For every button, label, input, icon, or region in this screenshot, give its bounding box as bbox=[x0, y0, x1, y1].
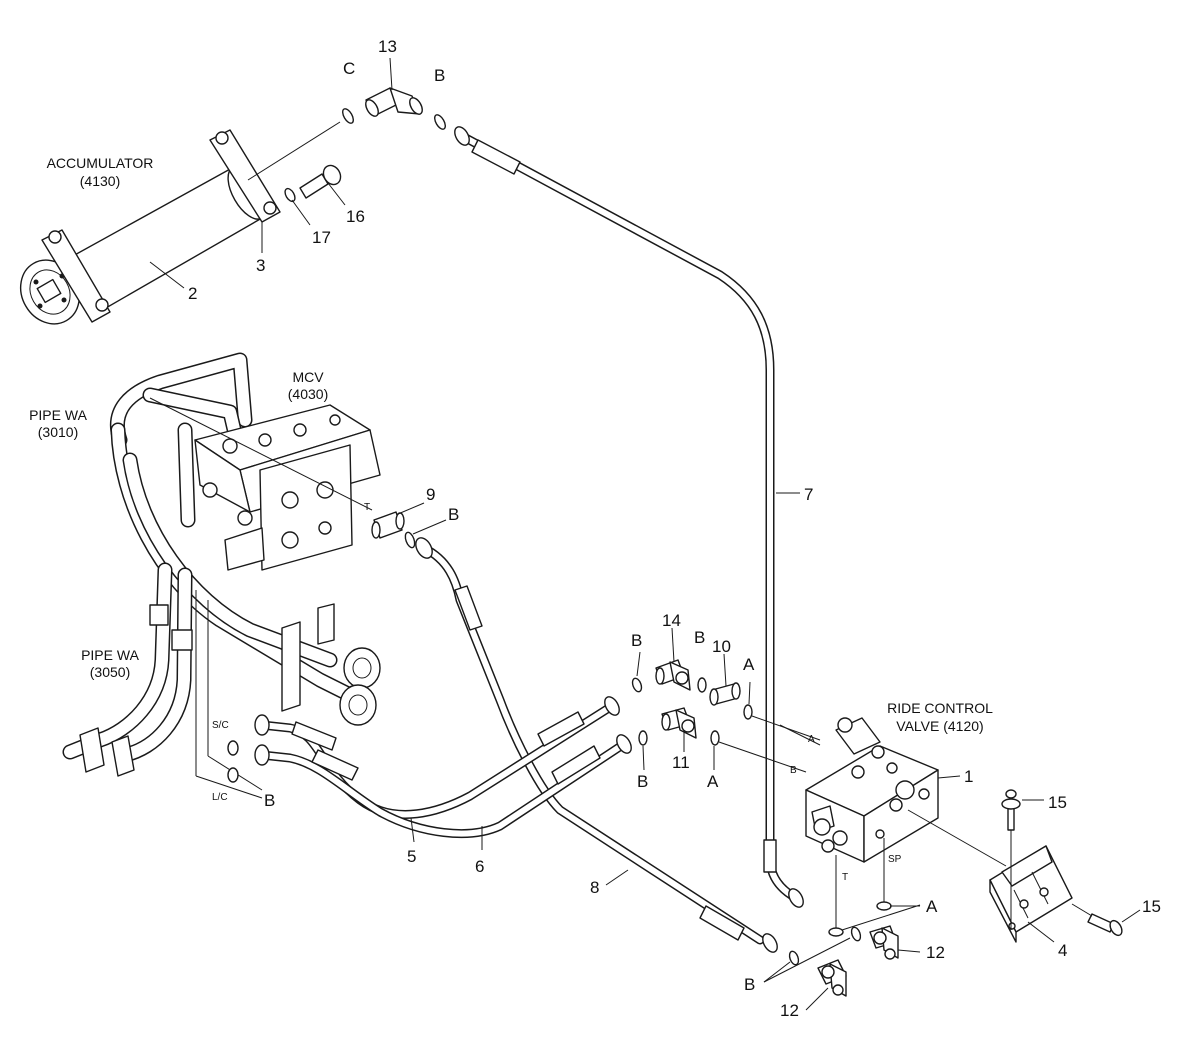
seal-label-a-bottom: A bbox=[926, 897, 938, 916]
connector-10 bbox=[709, 682, 741, 706]
port-label-sc: S/C bbox=[212, 720, 229, 731]
seal-lc bbox=[227, 767, 239, 783]
pipe-wa-3050-ref: (3050) bbox=[90, 664, 130, 680]
seal-b-top bbox=[434, 114, 446, 130]
hose-6 bbox=[254, 734, 632, 838]
callout-6: 6 bbox=[475, 857, 484, 876]
port-label-t-mcv: T bbox=[364, 502, 370, 513]
seal-a-10 bbox=[743, 704, 753, 720]
pipe-wa-3010-ref: (3010) bbox=[38, 424, 78, 440]
mcv-name: MCV bbox=[292, 369, 324, 385]
callout-15b: 15 bbox=[1142, 897, 1161, 916]
accumulator-clamp-rear bbox=[209, 129, 281, 223]
callout-4: 4 bbox=[1058, 941, 1067, 960]
seal-b-mcv bbox=[404, 531, 416, 549]
seal-label-b-11: B bbox=[637, 772, 648, 791]
port-label-sp: SP bbox=[888, 854, 902, 865]
seal-label-b-mcv: B bbox=[448, 505, 459, 524]
callout-2: 2 bbox=[188, 284, 197, 303]
elbow-fitting-13 bbox=[365, 87, 423, 117]
part-callouts: 1 2 3 4 5 6 7 8 9 10 11 12 12 13 14 15 1… bbox=[188, 37, 1161, 1020]
elbow-fitting-11 bbox=[661, 707, 697, 739]
seal-label-b-14-right: B bbox=[694, 628, 705, 647]
seal-callouts: C B B B B A B A A B B bbox=[264, 59, 938, 994]
callout-3: 3 bbox=[256, 256, 265, 275]
seal-label-c-top: C bbox=[343, 59, 355, 78]
mounting-bracket-4 bbox=[989, 845, 1073, 943]
elbow-fitting-14 bbox=[655, 659, 691, 691]
seal-c bbox=[342, 108, 354, 124]
callout-7: 7 bbox=[804, 485, 813, 504]
callout-14: 14 bbox=[662, 611, 681, 630]
hose-5 bbox=[254, 696, 620, 819]
callout-12a: 12 bbox=[926, 943, 945, 962]
pipe-wa-3050-name: PIPE WA bbox=[81, 647, 139, 663]
ride-control-name: RIDE CONTROL bbox=[887, 700, 993, 716]
callout-9: 9 bbox=[426, 485, 435, 504]
port-label-a: A bbox=[808, 734, 815, 745]
seal-sc bbox=[227, 740, 239, 756]
seal-label-b-top: B bbox=[434, 66, 445, 85]
bolt-16 bbox=[299, 164, 342, 199]
seal-b-bottom-1 bbox=[850, 926, 862, 942]
callout-16: 16 bbox=[346, 207, 365, 226]
seal-b-bottom-2 bbox=[788, 950, 800, 966]
elbow-fitting-12b bbox=[817, 959, 847, 997]
seal-label-b-bottom: B bbox=[744, 975, 755, 994]
callout-15a: 15 bbox=[1048, 793, 1067, 812]
callout-5: 5 bbox=[407, 847, 416, 866]
seal-a-11 bbox=[710, 730, 720, 746]
seal-label-b-14-left: B bbox=[631, 631, 642, 650]
port-label-t: T bbox=[842, 872, 848, 883]
callout-17: 17 bbox=[312, 228, 331, 247]
callout-8: 8 bbox=[590, 878, 599, 897]
callout-10: 10 bbox=[712, 637, 731, 656]
seal-a-t bbox=[828, 927, 844, 937]
component-labels: ACCUMULATOR (4130) MCV (4030) PIPE WA (3… bbox=[29, 155, 993, 734]
seal-label-a-10: A bbox=[743, 655, 755, 674]
seal-b-14-left bbox=[631, 677, 643, 693]
pipe-wa-3010-name: PIPE WA bbox=[29, 407, 87, 423]
mcv-ref: (4030) bbox=[288, 386, 328, 402]
port-labels: T S/C L/C A B SP T bbox=[212, 502, 902, 883]
hose-7 bbox=[454, 126, 804, 908]
accumulator-name: ACCUMULATOR bbox=[47, 155, 154, 171]
seal-b-14-right bbox=[697, 677, 707, 693]
accumulator-ref: (4130) bbox=[80, 173, 120, 189]
seal-a-sp bbox=[876, 901, 892, 911]
elbow-fitting-12a bbox=[869, 925, 899, 960]
washer-17 bbox=[284, 187, 296, 203]
ride-control-ref: VALVE (4120) bbox=[896, 718, 983, 734]
bolt-15-right bbox=[1087, 913, 1123, 937]
pipe-wa-3050 bbox=[62, 562, 193, 777]
seal-label-b-left: B bbox=[264, 791, 275, 810]
callout-11: 11 bbox=[672, 753, 690, 772]
callout-12b: 12 bbox=[780, 1001, 799, 1020]
seal-label-a-11: A bbox=[707, 772, 719, 791]
ride-control-valve bbox=[805, 717, 939, 863]
connector-9 bbox=[371, 511, 405, 539]
callout-13: 13 bbox=[378, 37, 397, 56]
seal-b-11 bbox=[638, 730, 648, 746]
callout-1: 1 bbox=[964, 767, 973, 786]
bolt-15-top bbox=[1001, 789, 1021, 831]
port-label-lc: L/C bbox=[212, 792, 228, 803]
port-label-b: B bbox=[790, 765, 797, 776]
main-control-valve bbox=[194, 404, 381, 571]
accumulator-clamp-front bbox=[41, 229, 111, 323]
